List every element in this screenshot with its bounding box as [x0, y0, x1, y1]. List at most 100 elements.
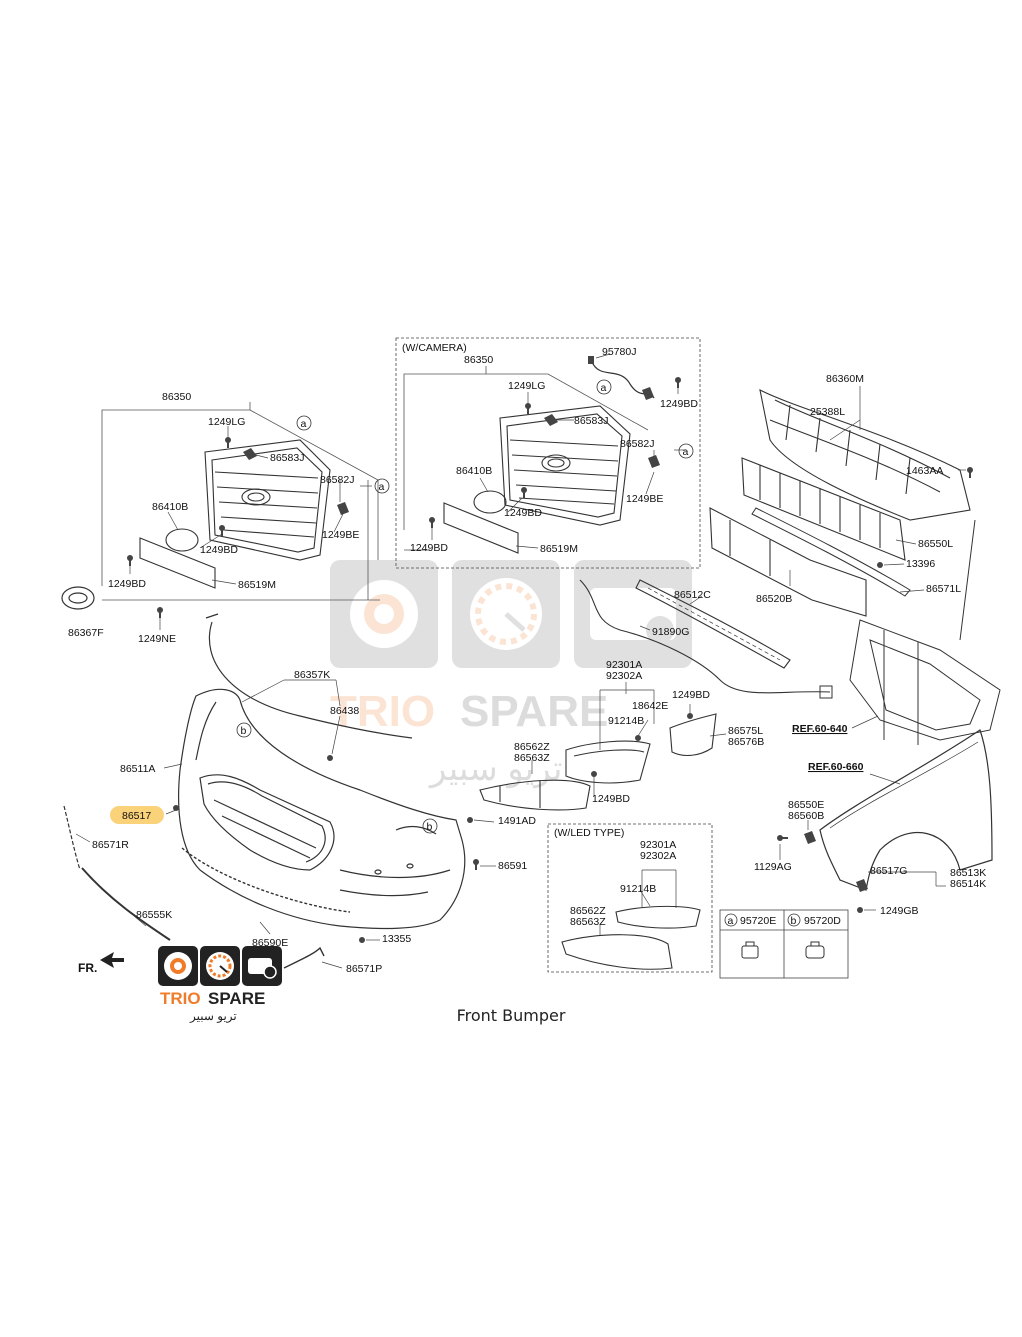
- cam-label-1249be: 1249BE: [626, 493, 663, 505]
- bump-label-86571p: 86571P: [346, 963, 382, 975]
- emblem-86410b: [165, 528, 199, 552]
- led-label-92302a: 92302A: [640, 850, 676, 862]
- beam-label-25388l: 25388L: [810, 406, 845, 418]
- fender-label-86560b: 86560B: [788, 810, 824, 822]
- bumper-group: 86517 b b 86357K 86438 86511A 86571R 149…: [63, 613, 536, 975]
- camera-grille: [499, 405, 631, 526]
- bump-label-86357k: 86357K: [294, 669, 330, 681]
- led-lamp: [615, 905, 701, 929]
- highlight-86517: [110, 806, 164, 824]
- callout-a-1: a: [301, 418, 307, 430]
- svg-text:SPARE: SPARE: [460, 687, 608, 736]
- mid-label-92301a: 92301A: [606, 659, 642, 671]
- beam-label-86550l: 86550L: [918, 538, 953, 550]
- beam-label-1463aa: 1463AA: [906, 465, 943, 477]
- led-label-92301a: 92301A: [640, 839, 676, 851]
- bump-label-86591: 86591: [498, 860, 527, 872]
- hood-trim-86357k: [208, 621, 413, 739]
- drl-lamp-92301a: [565, 740, 651, 784]
- mid-label-1249bd-b: 1249BD: [592, 793, 630, 805]
- label-1249bd-a: 1249BD: [200, 544, 238, 556]
- clip-legend: a 95720E b 95720D: [719, 909, 849, 979]
- watermark: TRIO SPARE تريو سبير: [330, 560, 692, 789]
- bump-label-86571r: 86571R: [92, 839, 129, 851]
- fender-label-86550e: 86550E: [788, 799, 824, 811]
- label-86350: 86350: [162, 391, 191, 403]
- callout-a-2: a: [379, 481, 385, 493]
- fender-label-1129ag: 1129AG: [754, 861, 792, 873]
- mid-label-86562z: 86562Z: [514, 741, 550, 753]
- bump-label-86555k: 86555K: [136, 909, 172, 921]
- clip-95720d-icon: [805, 941, 825, 959]
- led-label-91214b: 91214B: [620, 883, 656, 895]
- emblem-86367f: [61, 586, 95, 610]
- label-86583j: 86583J: [270, 452, 304, 464]
- callout-a-3: a: [601, 382, 607, 394]
- cam-label-86582j: 86582J: [620, 438, 654, 450]
- wiring-91890g: [579, 579, 831, 694]
- mid-label-92302a: 92302A: [606, 670, 642, 682]
- beam-label-86360m: 86360M: [826, 373, 864, 385]
- bump-label-86511a: 86511A: [120, 763, 155, 775]
- bump-label-1491ad: 1491AD: [498, 815, 536, 827]
- bump-label-86517: 86517: [122, 810, 151, 822]
- lip-86555k: [81, 867, 171, 941]
- cam-label-86519m: 86519M: [540, 543, 578, 555]
- brand-logo: TRIO SPARE تريو سبير: [158, 946, 282, 1023]
- garnish-86575l: [669, 713, 717, 757]
- beam-label-86520b: 86520B: [756, 593, 792, 605]
- strip-86571l: [751, 507, 911, 597]
- ref-60-660: REF.60-660: [808, 761, 864, 773]
- svg-text:TRIO: TRIO: [330, 687, 435, 736]
- skid-86590e: [181, 847, 351, 913]
- mid-label-86563z: 86563Z: [514, 752, 550, 764]
- led-box: (W/LED TYPE) 92301A 92302A 91214B 86562Z…: [547, 823, 713, 973]
- bump-label-86438: 86438: [330, 705, 359, 717]
- legend-a-part: 95720E: [740, 915, 776, 927]
- garnish-86562z: [479, 779, 591, 811]
- direction-label: FR.: [78, 961, 97, 975]
- label-1249lg: 1249LG: [208, 416, 245, 428]
- mid-label-86512c: 86512C: [674, 589, 711, 601]
- mid-label-18642e: 18642E: [632, 700, 668, 712]
- callout-a-4: a: [683, 446, 689, 458]
- beam-label-86571l: 86571L: [926, 583, 961, 595]
- cam-label-1249bd-m: 1249BD: [504, 507, 542, 519]
- lower-grille-86512c: [635, 579, 791, 669]
- label-1249bd-b: 1249BD: [108, 578, 146, 590]
- bracket-86520b: [709, 507, 867, 617]
- carrier-frame: [849, 519, 1001, 745]
- beam-86360m: [759, 389, 971, 521]
- side-trim-86571r: [63, 805, 81, 871]
- absorber-86550l: [741, 457, 906, 561]
- beam-label-13396: 13396: [906, 558, 935, 570]
- fender-label-86517g: 86517G: [870, 865, 907, 877]
- led-label-86562z: 86562Z: [570, 905, 606, 917]
- bump-label-13355: 13355: [382, 933, 411, 945]
- cam-label-95780j: 95780J: [602, 346, 636, 358]
- camera-box: (W/CAMERA): [395, 337, 701, 569]
- front-arrow-icon: [100, 952, 124, 968]
- camera-emblem-86410b: [473, 490, 507, 514]
- cam-label-1249bd-l: 1249BD: [410, 542, 448, 554]
- grille-86350: [204, 439, 331, 561]
- label-86410b: 86410B: [152, 501, 188, 513]
- cam-label-86410b: 86410B: [456, 465, 492, 477]
- legend-b-symbol: b: [791, 915, 797, 927]
- callout-b-1: b: [241, 725, 247, 737]
- brand-name: SPARE: [208, 989, 265, 1008]
- camera-box-title: (W/CAMERA): [402, 342, 467, 354]
- led-garnish: [561, 934, 673, 970]
- cam-label-86583j: 86583J: [574, 415, 608, 427]
- led-box-title: (W/LED TYPE): [554, 827, 624, 839]
- plate-86519m: [139, 537, 216, 589]
- diagram-caption: Front Bumper: [456, 1006, 566, 1025]
- mid-label-86575l: 86575L: [728, 725, 763, 737]
- led-label-86563z: 86563Z: [570, 916, 606, 928]
- mid-label-91890g: 91890G: [652, 626, 689, 638]
- cam-label-86350: 86350: [464, 354, 493, 366]
- clip-95720e-icon: [741, 941, 759, 959]
- label-1249be: 1249BE: [322, 529, 359, 541]
- fender-label-86513k: 86513K: [950, 867, 986, 879]
